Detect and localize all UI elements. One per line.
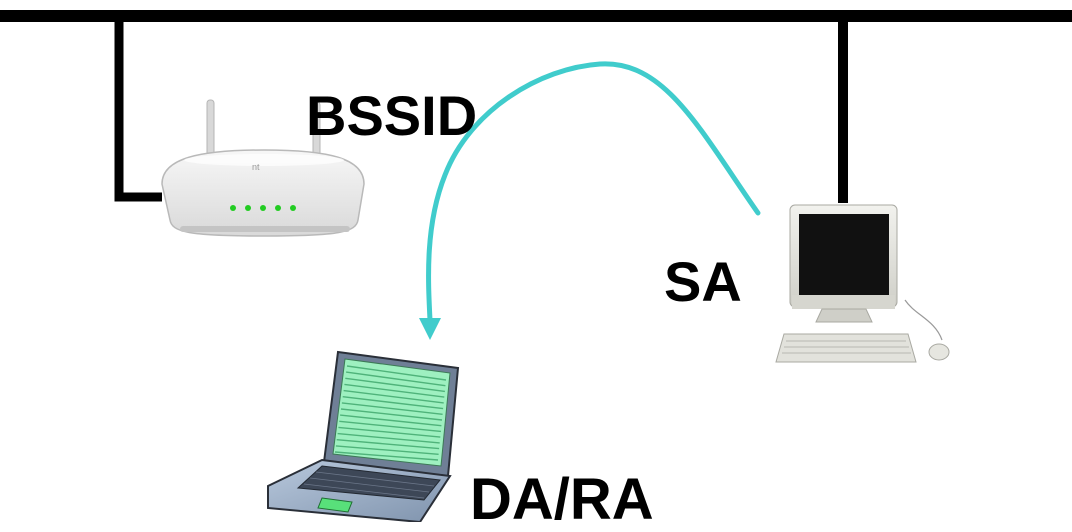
router-led <box>245 205 251 211</box>
arrowhead <box>419 318 441 340</box>
router-led <box>260 205 266 211</box>
laptop-screen-line <box>340 408 443 421</box>
svg-text:nt: nt <box>252 162 260 172</box>
laptop-screen-line <box>336 439 440 450</box>
laptop-screen-line <box>340 414 442 427</box>
bssid-label: BSSID <box>306 84 478 147</box>
router-drop-cable <box>114 16 162 202</box>
laptop-screen-line <box>343 389 444 404</box>
laptop-screen-line <box>337 432 440 444</box>
router-led <box>230 205 236 211</box>
laptop-screen-line <box>335 445 439 455</box>
arrow-curve <box>426 61 761 323</box>
keyboard <box>775 333 917 363</box>
router-led <box>290 205 296 211</box>
sa-label: SA <box>664 250 742 313</box>
laptop-screen-line <box>342 396 444 410</box>
laptop-screen-line <box>344 383 445 398</box>
laptop-icon <box>267 350 460 522</box>
mouse <box>928 343 950 361</box>
laptop-keyboard <box>296 465 441 501</box>
wired-bus <box>0 10 1072 203</box>
laptop-screen-line <box>345 377 445 393</box>
laptop-screen-line <box>339 420 441 433</box>
laptop-screen-line <box>346 371 446 387</box>
desktop-computer-icon <box>775 204 950 363</box>
monitor-screen <box>799 214 889 296</box>
laptop-screen-line <box>334 451 439 461</box>
da-ra-label: DA/RA <box>470 467 654 532</box>
laptop-screen-line <box>341 402 443 415</box>
laptop-screen-line <box>338 426 441 438</box>
laptop-trackpad <box>317 497 353 513</box>
laptop-screen <box>332 358 451 467</box>
wireless-transmission-arrow <box>419 61 761 340</box>
access-point-router-icon: nt <box>161 99 365 237</box>
router-led <box>275 205 281 211</box>
laptop-screen-line <box>346 365 447 381</box>
